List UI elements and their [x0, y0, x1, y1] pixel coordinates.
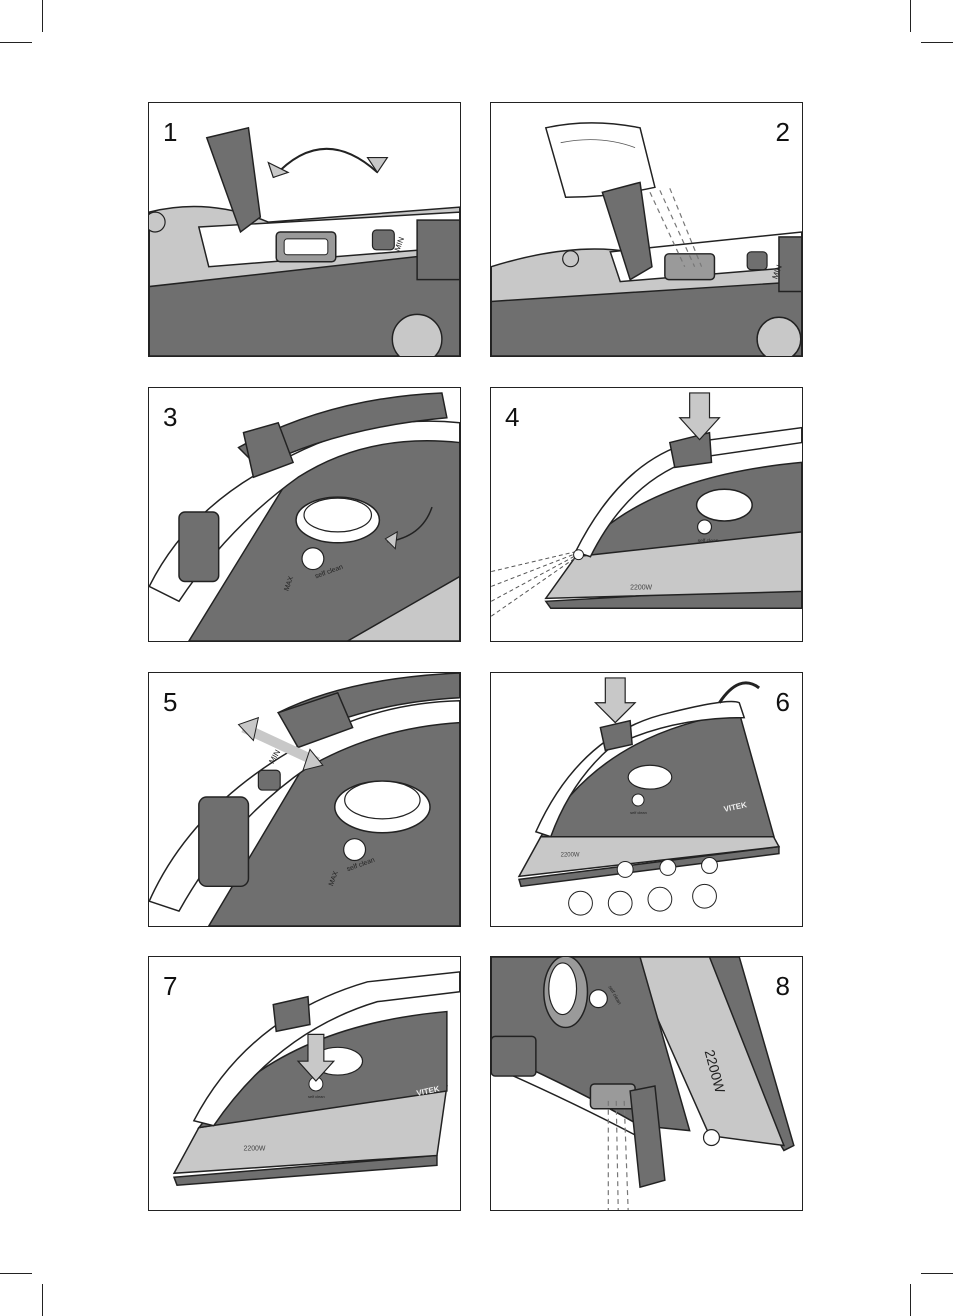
self-clean-label: self clean	[698, 538, 719, 544]
iron-spray-illustration: 2200W self clean	[491, 388, 802, 641]
panel-2: 2 MIN	[490, 102, 803, 357]
panel-4: 4 2200W self clean	[490, 387, 803, 642]
iron-empty-water-illustration: 2200W self clean	[491, 957, 802, 1210]
self-clean-label: self clean	[308, 1094, 325, 1099]
step-number: 2	[776, 117, 790, 148]
step-number: 7	[163, 971, 177, 1002]
step-number: 6	[776, 687, 790, 718]
iron-pour-water-illustration: MIN	[491, 103, 802, 356]
crop-mark-bl-v	[42, 1284, 43, 1316]
step-number: 3	[163, 402, 177, 433]
crop-mark-br-h	[921, 1273, 953, 1274]
panel-6: 6 VITEK 2200W self clean	[490, 672, 803, 927]
step-number: 8	[776, 971, 790, 1002]
step-number: 5	[163, 687, 177, 718]
crop-mark-br-v	[910, 1284, 911, 1316]
panel-8: 8 2200W self clean	[490, 956, 803, 1211]
self-clean-label: self clean	[630, 810, 647, 815]
iron-thermostat-illustration: self clean MAX	[149, 388, 460, 641]
panel-1: 1 MIN	[148, 102, 461, 357]
power-label: 2200W	[561, 853, 580, 859]
panel-7: 7 VITEK 2200W self clean	[148, 956, 461, 1211]
iron-vertical-steam-illustration: VITEK 2200W self clean	[491, 673, 802, 926]
crop-mark-tl-h	[0, 42, 32, 43]
crop-mark-tr-h	[921, 42, 953, 43]
power-label: 2200W	[243, 1145, 265, 1152]
iron-fill-cover-illustration: MIN	[149, 103, 460, 356]
panel-5: 5 MIN self clean MAX	[148, 672, 461, 927]
crop-mark-tl-v	[42, 0, 43, 32]
step-number: 4	[505, 402, 519, 433]
iron-steam-regulator-illustration: MIN self clean MAX	[149, 673, 460, 926]
panel-3: 3 self clean MAX	[148, 387, 461, 642]
crop-mark-tr-v	[910, 0, 911, 32]
iron-self-clean-illustration: VITEK 2200W self clean	[149, 957, 460, 1210]
crop-mark-bl-h	[0, 1273, 32, 1274]
power-label: 2200W	[630, 584, 652, 591]
step-number: 1	[163, 117, 177, 148]
